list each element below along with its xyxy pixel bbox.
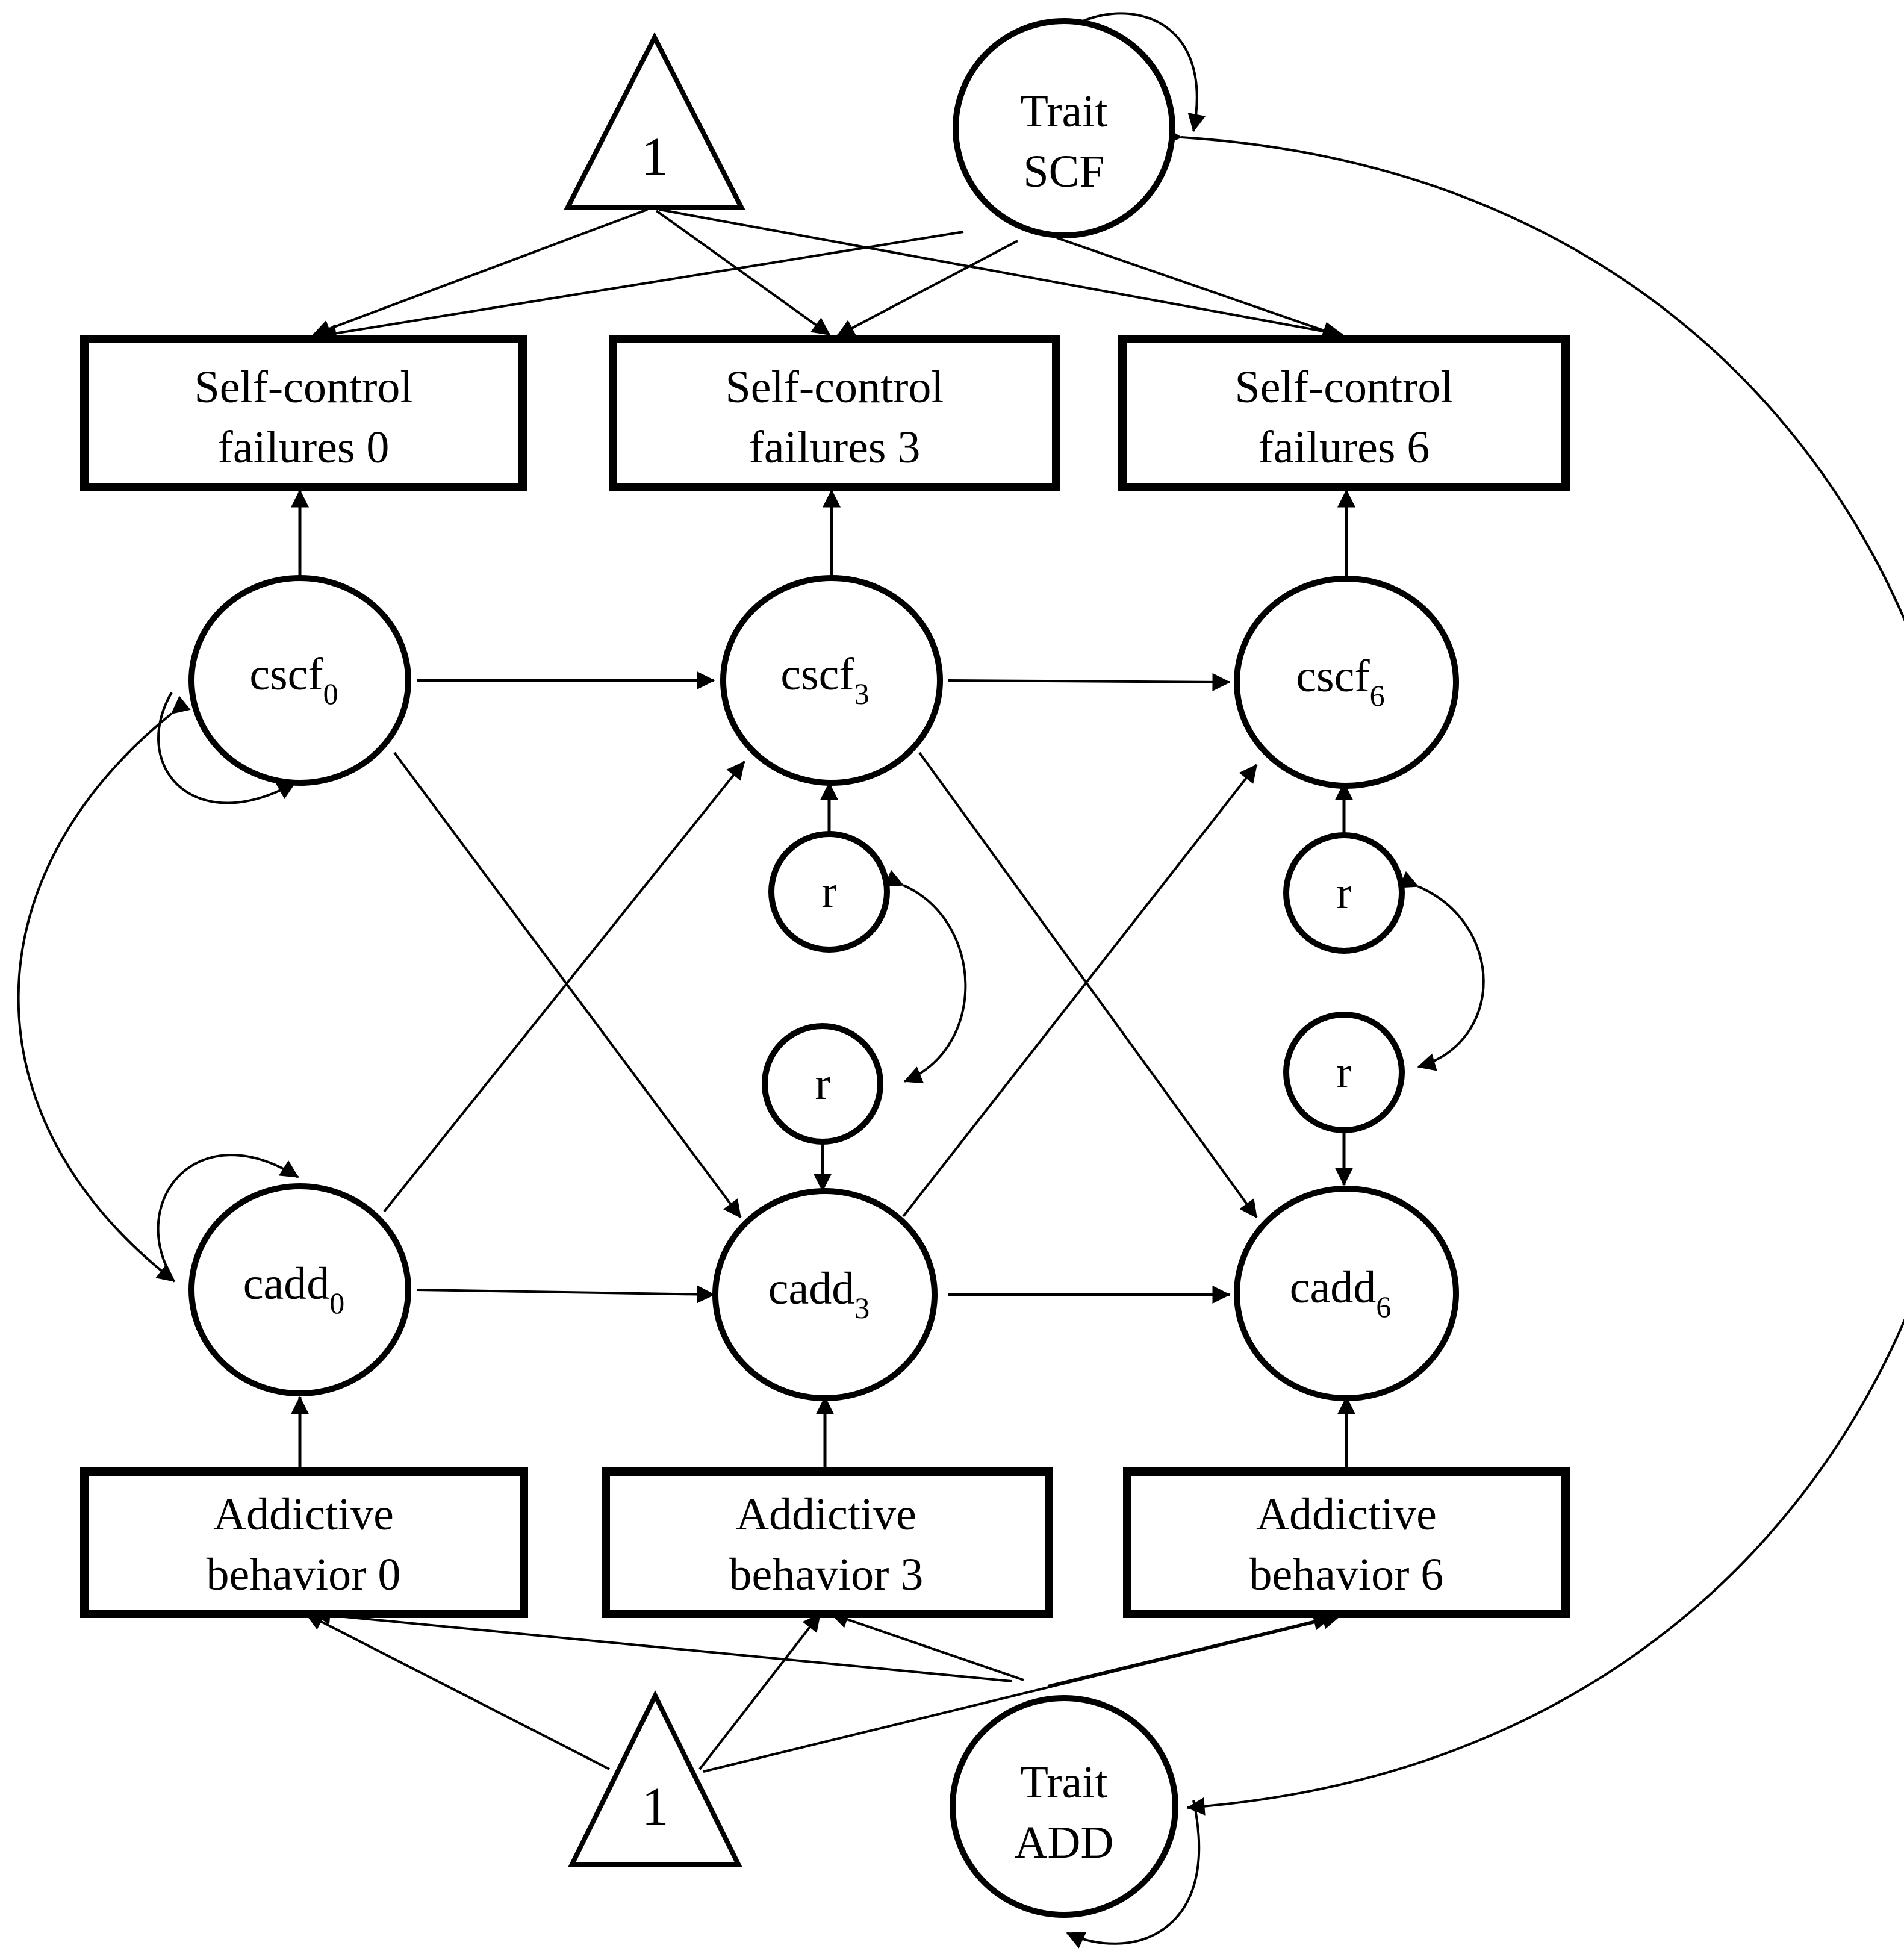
- residual-cscf3-circle: [768, 831, 890, 953]
- observed-scf3-box: [609, 335, 1060, 491]
- observed-add0-line2: behavior 0: [207, 1549, 401, 1600]
- trait-scf-line1: Trait: [1020, 86, 1107, 137]
- edge-traitadd-add6: [1047, 1613, 1332, 1687]
- constant-bottom: 1: [568, 1690, 742, 1867]
- cov-cscf0-cadd0: [17, 695, 191, 1283]
- edges: [17, 12, 1904, 1949]
- var-traitscf: [1065, 12, 1206, 132]
- edge-traitadd-add3: [830, 1611, 1024, 1681]
- edge-const-top-scf6: [659, 208, 1344, 341]
- edge-cscf3-cadd6: [918, 751, 1258, 1219]
- latent-cadd3: cadd3: [712, 1188, 938, 1401]
- observed-add0: Addictive behavior 0: [80, 1467, 528, 1618]
- edge-cadd3-cscf6: [902, 764, 1258, 1218]
- trait-add-line2: ADD: [1015, 1817, 1114, 1868]
- edge-cadd0-cadd3: [416, 1285, 715, 1304]
- edge-const-bottom-add3: [698, 1613, 821, 1770]
- edge-traitscf-scf0: [318, 231, 964, 343]
- latent-cadd0-ellipse: [188, 1183, 411, 1396]
- residual-cadd6-label: r: [1336, 1047, 1351, 1098]
- latent-cadd6-ellipse: [1234, 1186, 1459, 1401]
- edge-cscf3-cscf6: [948, 673, 1231, 691]
- constant-bottom-label: 1: [642, 1777, 669, 1837]
- latent-cscf6-ellipse: [1234, 576, 1459, 789]
- observed-add3-line1: Addictive: [736, 1489, 916, 1540]
- constant-top-triangle: [564, 32, 745, 210]
- observed-scf0-box: [80, 335, 527, 491]
- observed-add3-line2: behavior 3: [729, 1549, 924, 1600]
- var-cscf0: [157, 691, 296, 804]
- edge-const-top-scf0: [312, 208, 648, 338]
- edge-traitscf-scf3: [836, 240, 1018, 337]
- observed-scf0: Self-control failures 0: [80, 335, 527, 491]
- observed-scf3: Self-control failures 3: [609, 335, 1060, 491]
- constant-bottom-triangle: [568, 1690, 742, 1867]
- observed-scf3-line1: Self-control: [725, 362, 944, 412]
- trait-scf-ellipse: [953, 18, 1175, 238]
- observed-scf6: Self-control failures 6: [1118, 335, 1570, 491]
- observed-scf3-line2: failures 3: [749, 422, 921, 473]
- residual-cadd3-label: r: [815, 1059, 830, 1109]
- residual-cadd3-circle: [762, 1023, 883, 1145]
- trait-add: Trait ADD: [950, 1695, 1178, 1918]
- trait-add-line1: Trait: [1020, 1757, 1107, 1808]
- residual-cadd3: r: [762, 1023, 883, 1145]
- cov-r3: [883, 870, 967, 1084]
- residual-cadd6: r: [1283, 1012, 1405, 1133]
- residual-cscf6: r: [1283, 832, 1405, 954]
- residual-cscf6-label: r: [1336, 868, 1351, 918]
- observed-scf6-box: [1118, 335, 1570, 491]
- trait-scf-line2: SCF: [1023, 146, 1104, 197]
- latent-cscf0: cscf0: [188, 575, 411, 786]
- observed-add0-line1: Addictive: [213, 1489, 394, 1540]
- constant-top-label: 1: [641, 127, 668, 187]
- edge-const-top-scf3: [655, 210, 831, 336]
- edge-cscf0-cadd3: [393, 751, 742, 1219]
- cov-r6: [1398, 871, 1485, 1071]
- observed-scf6-line1: Self-control: [1234, 362, 1453, 412]
- edge-cadd0-cscf3: [383, 761, 745, 1213]
- edge-const-bottom-add0: [305, 1613, 610, 1770]
- latent-cadd3-label: cadd3: [768, 1263, 870, 1325]
- latent-cscf3: cscf3: [720, 575, 943, 786]
- edge-traitadd-add0: [312, 1606, 1012, 1682]
- observed-add6-line2: behavior 6: [1249, 1549, 1444, 1600]
- residual-cscf3: r: [768, 831, 890, 953]
- residual-cscf3-label: r: [821, 867, 836, 917]
- observed-scf0-line1: Self-control: [194, 362, 412, 412]
- latent-cadd3-ellipse: [712, 1188, 938, 1401]
- var-traitadd: [1066, 1800, 1201, 1949]
- edge-traitscf-scf6: [1056, 237, 1341, 339]
- observed-add6-line1: Addictive: [1256, 1489, 1437, 1540]
- var-cadd0: [157, 1154, 299, 1274]
- latent-cscf6-label: cscf6: [1296, 651, 1384, 712]
- observed-add0-box: [80, 1467, 528, 1618]
- latent-cscf3-label: cscf3: [780, 649, 869, 711]
- latent-cscf3-ellipse: [720, 575, 943, 786]
- residual-cscf6-circle: [1283, 832, 1405, 954]
- residual-cadd6-circle: [1283, 1012, 1405, 1133]
- constant-top: 1: [564, 32, 745, 210]
- latent-cadd0-label: cadd0: [243, 1259, 344, 1320]
- latent-cscf6: cscf6: [1234, 576, 1459, 789]
- observed-add3: Addictive behavior 3: [602, 1467, 1053, 1618]
- observed-add6-box: [1123, 1467, 1570, 1618]
- latent-cadd6: cadd6: [1234, 1186, 1459, 1401]
- observed-scf6-line2: failures 6: [1258, 422, 1430, 473]
- latent-cadd6-label: cadd6: [1290, 1262, 1391, 1324]
- observed-add6: Addictive behavior 6: [1123, 1467, 1570, 1618]
- cov-traitscf-traitadd: [1163, 127, 1904, 1816]
- latent-cscf0-label: cscf0: [249, 649, 338, 711]
- trait-add-ellipse: [950, 1695, 1178, 1918]
- latent-cscf0-ellipse: [188, 575, 411, 786]
- observed-scf0-line2: failures 0: [218, 422, 390, 473]
- trait-scf: Trait SCF: [953, 18, 1175, 238]
- observed-add3-box: [602, 1467, 1053, 1618]
- latent-cadd0: cadd0: [188, 1183, 411, 1396]
